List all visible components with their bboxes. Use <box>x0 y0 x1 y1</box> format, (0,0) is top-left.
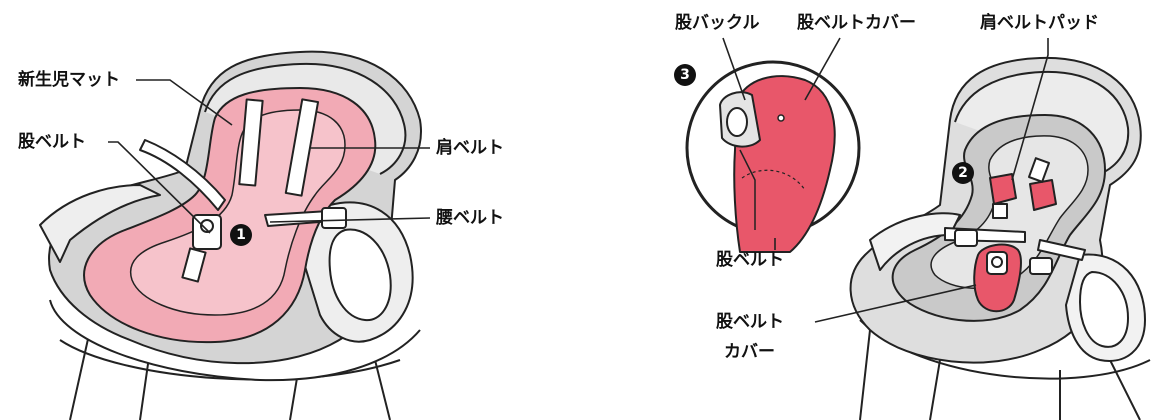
right-leader-lines <box>722 37 1049 323</box>
label-shoulder-belt-pad: 肩ベルトパッド <box>980 13 1099 33</box>
label-crotch-belt-cover-line2: カバー <box>724 342 775 362</box>
label-shoulder-belt: 肩ベルト <box>436 138 504 158</box>
label-crotch-belt-right: 股ベルト <box>716 250 784 270</box>
left-leader-lines <box>108 79 431 234</box>
label-crotch-belt-cover-top: 股ベルトカバー <box>797 13 916 33</box>
label-crotch-buckle: 股バックル <box>675 13 760 33</box>
label-crotch-belt-left: 股ベルト <box>18 132 86 152</box>
marker-3: 3 <box>674 64 696 86</box>
zoom-detail-circle <box>685 60 861 253</box>
marker-2: 2 <box>952 162 974 184</box>
label-newborn-mat: 新生児マット <box>18 70 120 90</box>
left-seat-illustration <box>39 50 422 420</box>
label-waist-belt: 腰ベルト <box>436 208 504 228</box>
label-crotch-belt-cover-line1: 股ベルト <box>716 312 784 332</box>
marker-1: 1 <box>230 224 252 246</box>
right-seat-illustration <box>849 56 1151 420</box>
